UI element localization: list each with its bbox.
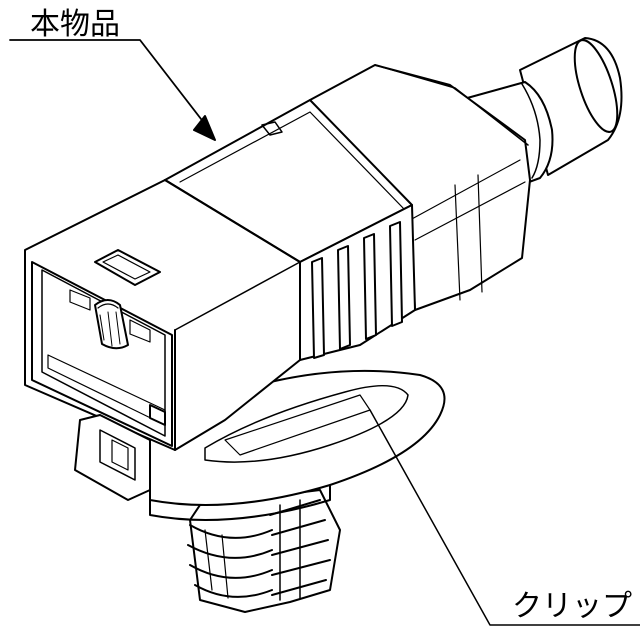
clip-label: クリップ <box>512 592 632 622</box>
main-body-label: 本物品 <box>30 10 120 40</box>
main-body-arrowhead <box>194 116 215 140</box>
main-body-leader-line <box>10 40 208 128</box>
clip-screw <box>188 490 340 612</box>
